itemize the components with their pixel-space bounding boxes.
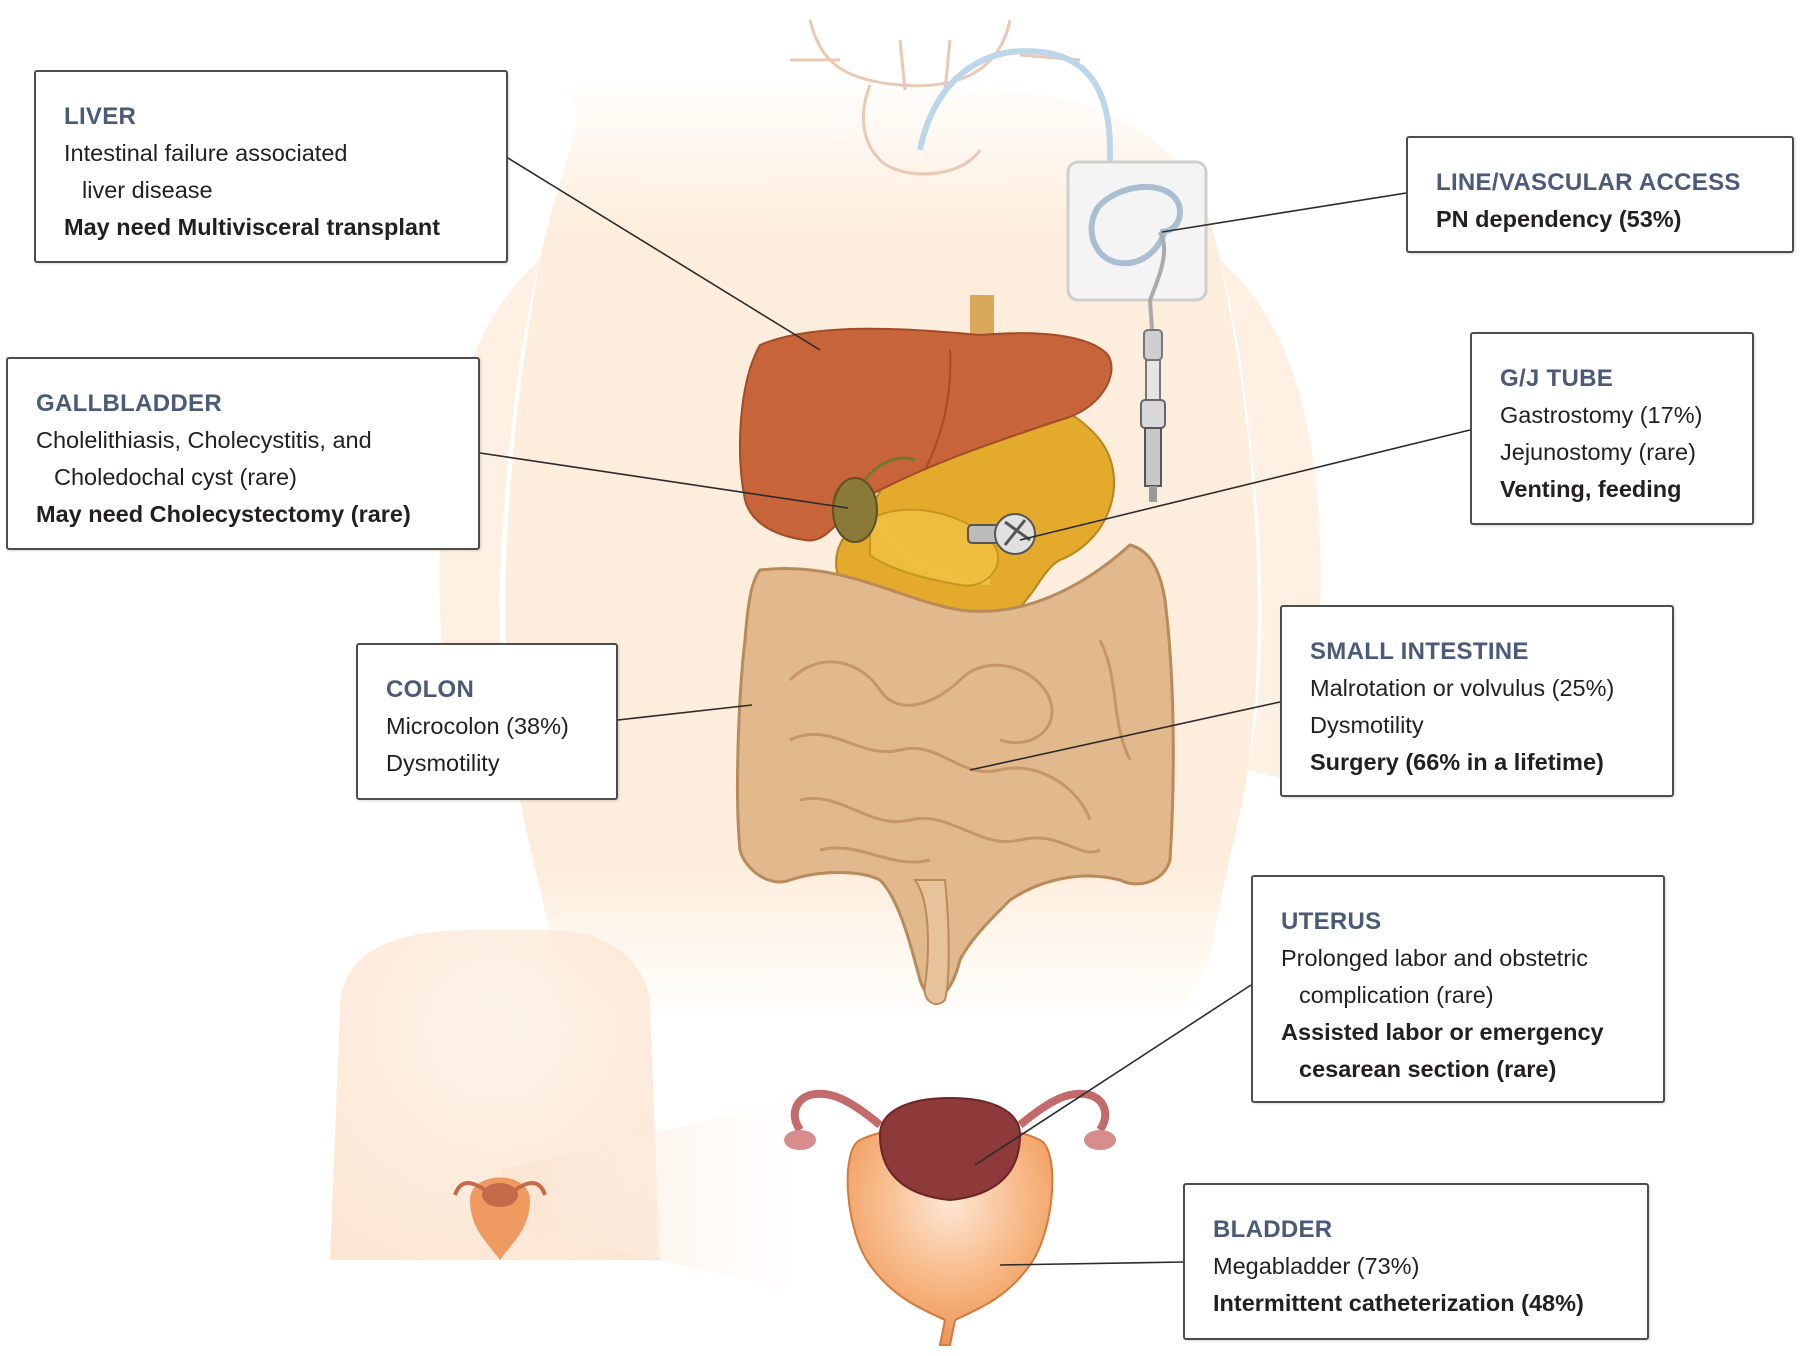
uterus (784, 1089, 1116, 1202)
leader-uterus (974, 984, 1252, 1166)
leader-colon (617, 704, 753, 721)
callout-title: G/J TUBE (1500, 365, 1614, 392)
central-line-tube (917, 48, 1113, 180)
liver (739, 327, 1113, 542)
zoom-beam (500, 1100, 790, 1290)
callout-line: Dysmotility (386, 750, 500, 776)
callout-line: Prolonged labor and obstetric (1281, 945, 1589, 971)
callout-line: Cholelithiasis, Cholecystitis, and (36, 427, 372, 453)
leader-gallbladder (479, 452, 849, 509)
callout-line: Gastrostomy (17%) (1500, 402, 1703, 428)
callout-line: May need Multivisceral transplant (64, 214, 441, 240)
colon (736, 543, 1175, 999)
callout-line-vascular-access: LINE/VASCULAR ACCESS PN dependency (53%) (1406, 136, 1794, 253)
small-intestine (788, 639, 1132, 864)
callout-gallbladder: GALLBLADDER Cholelithiasis, Cholecystiti… (6, 357, 480, 550)
callout-line: liver disease (82, 177, 213, 203)
callout-liver: LIVER Intestinal failure associated live… (34, 70, 508, 263)
callout-bladder: BLADDER Megabladder (73%) Intermittent c… (1183, 1183, 1649, 1340)
callout-uterus: UTERUS Prolonged labor and obstetric com… (1251, 875, 1665, 1103)
callout-title: COLON (386, 676, 475, 703)
callout-title: GALLBLADDER (36, 390, 222, 417)
callout-line: Intermittent catheterization (48%) (1213, 1290, 1584, 1316)
small-uterus-bladder (453, 1177, 547, 1260)
callout-small-intestine: SMALL INTESTINE Malrotation or volvulus … (1280, 605, 1674, 797)
central-line-port (1066, 160, 1208, 502)
callout-line: cesarean section (rare) (1299, 1056, 1557, 1082)
gj-tube-device (967, 513, 1036, 555)
callout-line: Malrotation or volvulus (25%) (1310, 675, 1615, 701)
callout-title: LINE/VASCULAR ACCESS (1436, 169, 1741, 196)
callout-title: LIVER (64, 103, 137, 130)
gallbladder (832, 477, 878, 543)
callout-gj-tube: G/J TUBE Gastrostomy (17%) Jejunostomy (… (1470, 332, 1754, 525)
callout-title: BLADDER (1213, 1216, 1333, 1243)
callout-line: PN dependency (53%) (1436, 206, 1682, 232)
callout-line: May need Cholecystectomy (rare) (36, 501, 411, 527)
callout-title: UTERUS (1281, 908, 1382, 935)
leader-bladder (999, 1261, 1184, 1266)
callout-line: Intestinal failure associated (64, 140, 348, 166)
callout-line: Dysmotility (1310, 712, 1424, 738)
pancreas (869, 508, 1000, 587)
callout-line: Surgery (66% in a lifetime) (1310, 749, 1604, 775)
callout-line: Microcolon (38%) (386, 713, 569, 739)
callout-line: Choledochal cyst (rare) (54, 464, 297, 490)
leader-liver (507, 157, 821, 351)
callout-title: SMALL INTESTINE (1310, 638, 1529, 665)
callout-line: Megabladder (73%) (1213, 1253, 1420, 1279)
leader-line-access (1161, 192, 1407, 233)
callout-line: Assisted labor or emergency (1281, 1019, 1604, 1045)
leader-lines (479, 157, 1471, 1266)
callout-colon: COLON Microcolon (38%) Dysmotility (356, 643, 618, 800)
callout-line: Jejunostomy (rare) (1500, 439, 1696, 465)
callout-line: Venting, feeding (1500, 476, 1682, 502)
callout-line: complication (rare) (1299, 982, 1494, 1008)
leader-gj-tube (1019, 429, 1471, 541)
leader-small-intestine (969, 701, 1281, 771)
